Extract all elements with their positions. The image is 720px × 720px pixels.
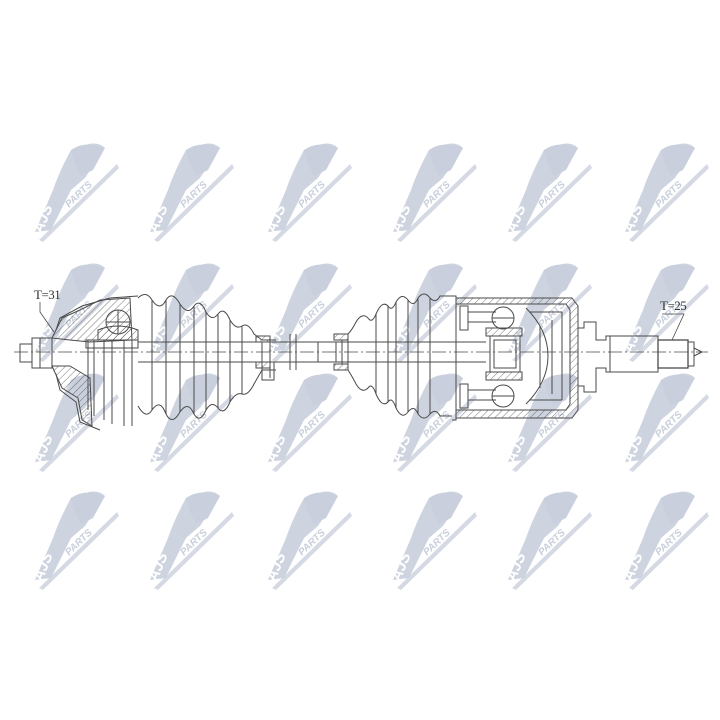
- main-shaft: [138, 334, 360, 370]
- inner-boot: [333, 293, 486, 419]
- inner-joint-teeth-label: T=25: [660, 298, 687, 313]
- outer-cv-joint: [19, 295, 139, 431]
- t31-leader: [39, 302, 55, 333]
- outer-boot: [137, 294, 276, 420]
- t25-leader: [662, 313, 685, 341]
- outer-joint-teeth-label: T=31: [34, 287, 61, 302]
- inner-cv-joint: [452, 295, 579, 421]
- inner-stub-shaft: [578, 321, 703, 393]
